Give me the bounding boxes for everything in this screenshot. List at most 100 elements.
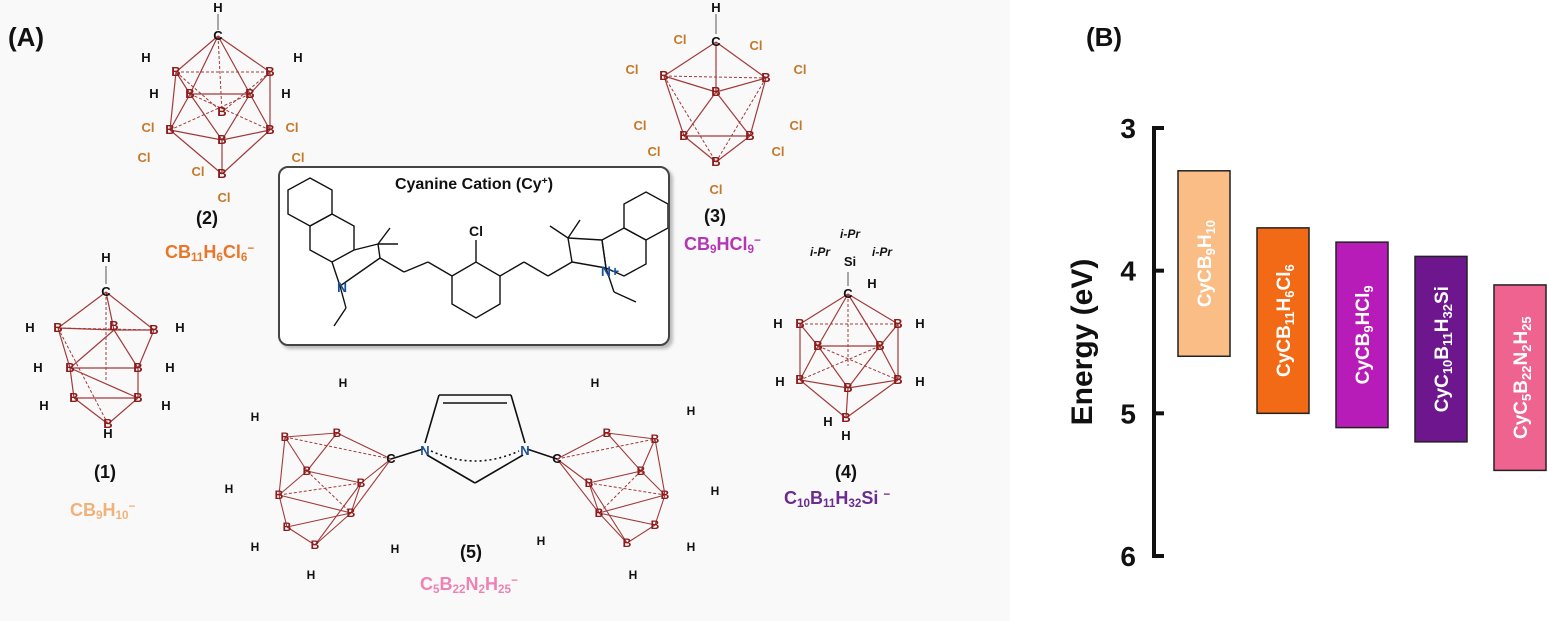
cluster-2-structure: C B B B B B B B B B H H H H H Cl Cl Cl C…: [138, 2, 305, 205]
atom-label: B: [603, 426, 612, 440]
atom-label: Cl: [292, 150, 305, 165]
bar-label-part: CyCB: [1274, 325, 1295, 377]
atom-label: H: [175, 320, 184, 335]
bar-label-part: H: [1432, 318, 1453, 332]
atom-label: N: [337, 279, 347, 295]
compound-5-formula: C5B22N2H25−: [420, 574, 518, 596]
bar-label-part: 10: [1203, 220, 1218, 234]
atom-label: B: [761, 70, 770, 85]
atom-label: B: [745, 128, 754, 143]
bar-label-part: CyC: [1511, 401, 1532, 439]
atom-label: H: [867, 276, 876, 291]
formula-part: CB: [165, 242, 191, 262]
atom-label: B: [303, 464, 312, 478]
compound-1-formula: CB9H10−: [70, 500, 135, 522]
formula-part: B: [810, 488, 824, 508]
formula-part: CB: [684, 234, 710, 254]
atom-label: B: [651, 432, 660, 446]
atom-label: H: [687, 540, 696, 554]
formula-part: B: [439, 574, 453, 594]
atom-label: H: [339, 376, 348, 390]
formula-part: 6: [216, 250, 223, 264]
y-tick-label: 4: [1120, 256, 1136, 287]
atom-label: i-Pr: [810, 245, 831, 259]
atom-label: Cl: [634, 118, 647, 133]
bar-label-part: Cl: [1274, 271, 1295, 290]
atom-label: H: [225, 482, 234, 496]
formula-part: −: [247, 242, 255, 256]
panel-b-label: (B): [1086, 22, 1123, 52]
bar-label-part: 10: [1440, 360, 1455, 374]
bar-label-part: 11: [1282, 311, 1297, 325]
atom-label: B: [637, 464, 646, 478]
bar-label: CyCB11H6Cl6: [1274, 264, 1297, 377]
atom-label: H: [293, 50, 302, 65]
bar-label-part: HCl: [1353, 293, 1374, 326]
atom-label: Cl: [648, 144, 661, 159]
dimer-5-structure: N N C C B B B B B B B B B B B B B B B B …: [225, 376, 720, 582]
atom-label: H: [251, 540, 260, 554]
bar-label-part: N: [1511, 352, 1532, 366]
atom-label: B: [133, 360, 142, 375]
formula-part: 9: [96, 508, 103, 522]
bar-label-part: CyC: [1432, 374, 1453, 412]
formula-part: 10: [115, 508, 129, 522]
atom-label: H: [915, 316, 924, 331]
bar-label-part: H: [1511, 331, 1532, 345]
energy-bar: [1493, 284, 1547, 472]
formula-part: C: [420, 574, 433, 594]
bar-label: CyCB9H10: [1195, 220, 1218, 307]
atom-label: B: [595, 506, 604, 520]
atom-label: i-Pr: [872, 245, 893, 259]
bar-label: CyC10B11H32Si: [1432, 286, 1455, 412]
atom-label: H: [773, 316, 782, 331]
atom-label: B: [795, 372, 804, 387]
formula-part: HCl: [716, 234, 748, 254]
atom-label: Cl: [142, 120, 155, 135]
atom-label: B: [217, 132, 226, 147]
atom-label: H: [775, 374, 784, 389]
atom-label: Cl: [286, 120, 299, 135]
atom-label: H: [101, 250, 110, 265]
formula-part: 6: [240, 250, 248, 264]
atom-label: B: [679, 128, 688, 143]
compound-2-formula: CB11H6Cl6−: [165, 242, 254, 264]
bar-label-part: CyCB: [1353, 333, 1374, 385]
bar-label: CyC5B22N2H25: [1511, 316, 1534, 439]
atom-label: B: [711, 84, 720, 99]
atom-label: B: [651, 518, 660, 532]
bar-label-part: Si: [1432, 286, 1453, 304]
bar-label-part: B: [1511, 380, 1532, 394]
atom-label: H: [591, 376, 600, 390]
formula-part: 25: [498, 582, 512, 596]
bar-label-part: B: [1432, 346, 1453, 360]
atom-label: N: [520, 443, 529, 458]
atom-label: B: [795, 316, 804, 331]
atom-label: B: [103, 416, 112, 431]
bar-label-part: 2: [1519, 345, 1534, 352]
atom-label: B: [133, 390, 142, 405]
atom-label: C: [101, 284, 111, 299]
y-axis-label: Energy (eV): [1066, 259, 1099, 426]
atom-label: B: [245, 86, 254, 101]
energy-bar: [1256, 227, 1310, 415]
formula-part: Cl: [222, 242, 241, 262]
atom-label: B: [265, 122, 274, 137]
atom-label: i-Pr: [840, 227, 861, 241]
formula-part: 32: [848, 496, 862, 510]
atom-label: Cl: [772, 144, 785, 159]
atom-label: N+: [601, 263, 619, 279]
atom-label: C: [711, 34, 721, 49]
y-tick-label: 6: [1120, 541, 1136, 572]
formula-part: N: [465, 574, 479, 594]
bar-label-part: 6: [1282, 264, 1297, 271]
formula-part: 22: [452, 582, 466, 596]
atom-label: H: [251, 410, 260, 424]
atom-label: H: [915, 374, 924, 389]
atom-label: Cl: [790, 118, 803, 133]
formula-part: H: [203, 242, 217, 262]
bar-label-part: 25: [1519, 316, 1534, 330]
formula-part: 9: [747, 242, 755, 256]
atom-label: B: [843, 380, 852, 395]
